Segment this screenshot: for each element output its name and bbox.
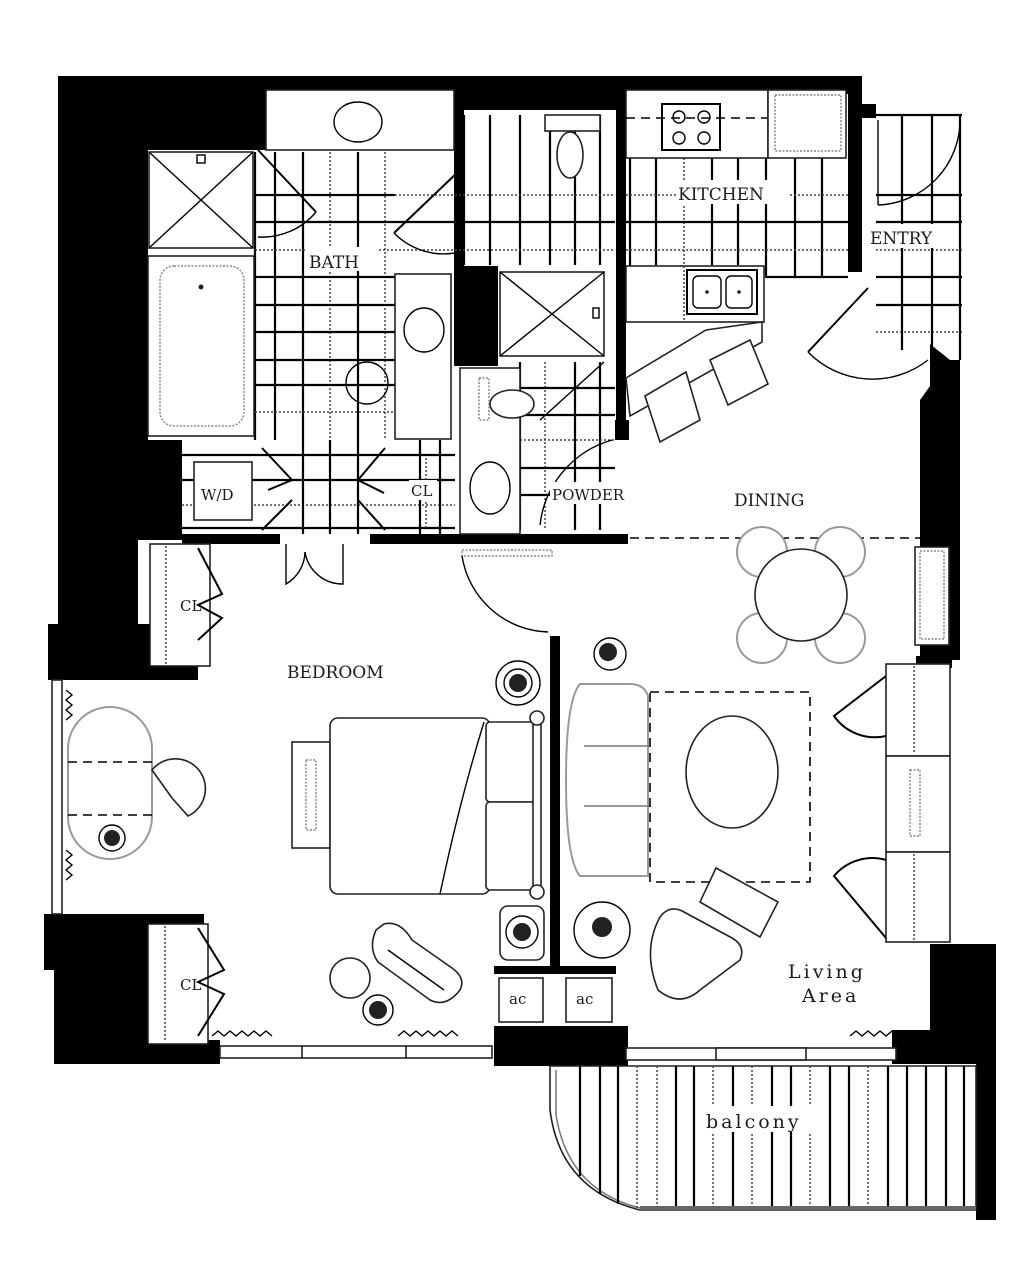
bedroom-closet-bottom	[147, 923, 209, 1045]
toilet-bowl-icon	[556, 131, 584, 179]
powder-sink-icon	[469, 461, 511, 515]
label-entry: ENTRY	[870, 229, 933, 249]
kitchen-counter-top	[625, 89, 769, 159]
bed	[329, 717, 491, 895]
label-balcony: balcony	[706, 1111, 802, 1133]
dining	[630, 526, 950, 664]
living-area	[564, 637, 951, 1061]
toilet-tank-icon	[544, 114, 601, 132]
pillow-2	[485, 801, 537, 891]
ac-unit-bedroom	[498, 977, 544, 1023]
nightstand-lamp-top	[495, 660, 541, 706]
pillow-1	[485, 721, 537, 803]
dining-table-set	[736, 526, 866, 664]
bath-french-door-right	[304, 544, 344, 585]
bath-vanity-side	[394, 273, 452, 440]
balcony-slider[interactable]	[715, 1047, 807, 1061]
powder-toilet-icon	[489, 389, 535, 419]
label-closet-bedroom-bottom: CL	[180, 976, 201, 994]
bedroom-window-bottom	[219, 1045, 493, 1059]
living-lounge-chair	[649, 908, 743, 1000]
coffee-table	[685, 715, 779, 829]
bedroom	[51, 543, 553, 1059]
cabinet-door-2	[832, 857, 887, 939]
label-living-line2: Area	[801, 985, 859, 1007]
front-door-swing	[807, 351, 929, 380]
label-closet-bath: CL	[411, 482, 432, 500]
desk-chair	[150, 757, 207, 817]
wd-bifold-door	[261, 447, 294, 531]
label-bath: BATH	[309, 253, 359, 273]
cabinet-door-1	[832, 675, 887, 739]
bedroom-closet-top-bifold	[195, 547, 224, 641]
powder-room	[459, 271, 615, 535]
living-cabinet-2	[885, 851, 951, 943]
label-ac-bedroom: ac	[509, 990, 526, 1008]
label-closet-bedroom-top: CL	[180, 597, 201, 615]
label-kitchen: KITCHEN	[678, 185, 764, 205]
bar-stool-1	[644, 370, 701, 444]
bath-tile-grid	[182, 115, 615, 534]
label-bedroom: BEDROOM	[287, 663, 384, 683]
side-table	[329, 957, 371, 999]
bar-stool-2	[708, 338, 770, 407]
bath-shower-door	[257, 149, 317, 213]
bath-room	[147, 89, 615, 534]
bath-sink-2-icon	[403, 307, 445, 353]
bedroom-door-swing[interactable]	[461, 555, 549, 633]
balcony-deck-boards	[578, 1066, 966, 1208]
powder-door-swing	[539, 439, 613, 526]
bath-wc-door	[393, 169, 461, 234]
kitchen-tile-grid	[626, 158, 848, 320]
area-rug	[649, 691, 811, 883]
living-lamp-top	[593, 637, 627, 671]
bedroom-window-left	[51, 679, 63, 915]
label-powder: POWDER	[552, 486, 625, 504]
bath-stool-icon	[345, 361, 389, 405]
living-cabinet-1	[885, 663, 951, 757]
kitchen	[625, 89, 848, 444]
bed-turndown	[439, 721, 485, 895]
bath-vanity-counter	[265, 89, 455, 151]
powder-vanity	[459, 367, 521, 535]
sofa	[564, 683, 649, 877]
cooktop-icon	[661, 103, 721, 151]
room-labels: BATH KITCHEN ENTRY POWDER DINING BEDROOM…	[180, 180, 952, 1133]
ottoman	[698, 866, 780, 939]
bath-french-door-left	[285, 544, 306, 586]
washer-dryer-icon	[193, 461, 253, 521]
label-ac-living: ac	[576, 990, 593, 1008]
powder-shower-door	[539, 361, 605, 421]
front-door[interactable]	[807, 287, 869, 353]
label-living-line1: Living	[788, 961, 866, 983]
dining-table	[754, 548, 848, 642]
desk-lamp-icon	[98, 824, 126, 852]
end-table	[573, 901, 631, 959]
balcony-deck	[549, 1065, 977, 1211]
floor-lamp-icon	[362, 994, 394, 1026]
balcony	[549, 1065, 977, 1211]
ac-unit-living	[565, 977, 613, 1023]
bedroom-closet-bottom-bifold	[195, 927, 226, 1037]
lounge-chair	[371, 922, 463, 1004]
bedroom-desk	[67, 706, 153, 860]
bath-sink-icon	[333, 101, 383, 143]
label-washer-dryer: W/D	[201, 486, 234, 504]
bath-closet-bifold-door	[356, 447, 386, 531]
kitchen-sink-icon	[686, 269, 758, 315]
label-dining: DINING	[734, 491, 804, 511]
